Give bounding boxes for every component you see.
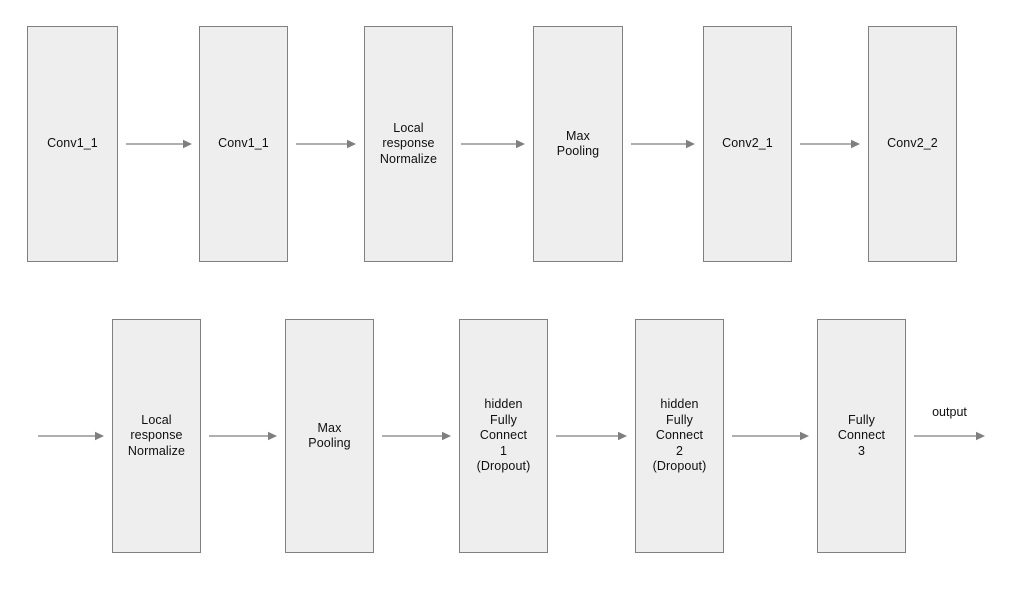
- flow-arrow-e8: [382, 430, 451, 442]
- node-conv2_2[interactable]: Conv2_2: [868, 26, 957, 262]
- node-conv2_1[interactable]: Conv2_1: [703, 26, 792, 262]
- node-maxpool1[interactable]: Max Pooling: [533, 26, 623, 262]
- node-label-conv1_1b: Conv1_1: [218, 136, 269, 151]
- node-label-lrn2: Local response Normalize: [127, 412, 186, 458]
- edge-label-e11: output: [932, 405, 967, 419]
- node-lrn2[interactable]: Local response Normalize: [112, 319, 201, 553]
- node-label-fc2: hidden Fully Connect 2 (Dropout): [652, 397, 707, 474]
- node-label-conv1_1a: Conv1_1: [47, 136, 98, 151]
- node-fc1[interactable]: hidden Fully Connect 1 (Dropout): [459, 319, 548, 553]
- node-lrn1[interactable]: Local response Normalize: [364, 26, 453, 262]
- flow-arrow-e7: [209, 430, 277, 442]
- flow-arrow-e9: [556, 430, 627, 442]
- node-conv1_1b[interactable]: Conv1_1: [199, 26, 288, 262]
- node-label-fc1: hidden Fully Connect 1 (Dropout): [476, 397, 531, 474]
- node-maxpool2[interactable]: Max Pooling: [285, 319, 374, 553]
- node-label-fc3: Fully Connect 3: [837, 412, 886, 458]
- flow-arrow-e10: [732, 430, 809, 442]
- node-label-lrn1: Local response Normalize: [379, 120, 438, 166]
- node-fc3[interactable]: Fully Connect 3: [817, 319, 906, 553]
- flow-arrow-e11: [914, 430, 985, 442]
- node-conv1_1a[interactable]: Conv1_1: [27, 26, 118, 262]
- node-label-maxpool2: Max Pooling: [308, 420, 351, 451]
- node-label-conv2_2: Conv2_2: [887, 136, 938, 151]
- node-label-maxpool1: Max Pooling: [556, 128, 600, 159]
- node-label-conv2_1: Conv2_1: [722, 136, 773, 151]
- flow-arrow-e6: [38, 430, 104, 442]
- node-fc2[interactable]: hidden Fully Connect 2 (Dropout): [635, 319, 724, 553]
